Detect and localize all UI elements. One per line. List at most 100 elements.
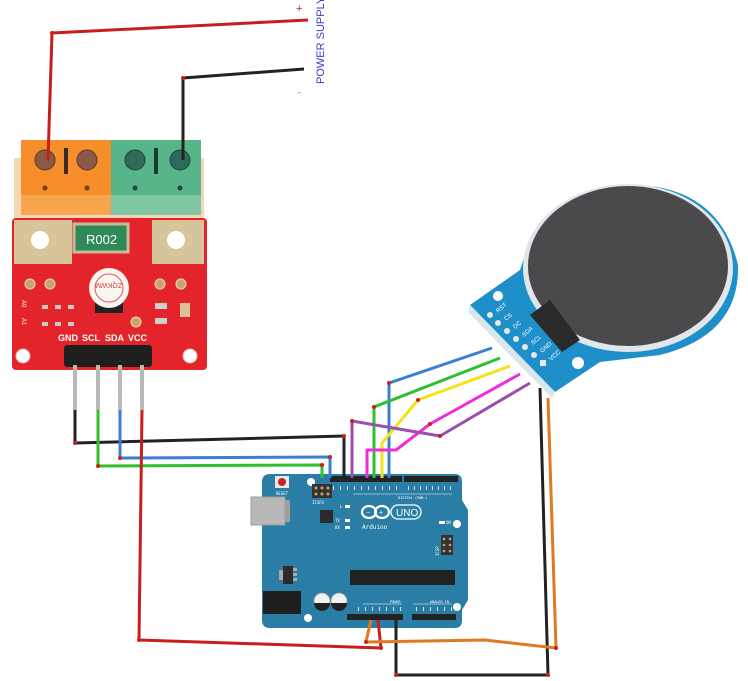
sensor-pin bbox=[118, 365, 122, 410]
chip-sticker-ring bbox=[94, 273, 124, 303]
digital-pin-ticks bbox=[333, 486, 451, 490]
via-hole bbox=[154, 278, 166, 290]
terminal-screw bbox=[34, 149, 56, 171]
terminal-hole bbox=[42, 185, 48, 191]
wire-display-sda bbox=[365, 372, 521, 478]
shunt-label: R002 bbox=[86, 232, 117, 247]
wire-sensor-scl bbox=[96, 410, 324, 478]
led-l bbox=[345, 505, 350, 508]
sensor-pin-gnd: GND bbox=[58, 333, 79, 343]
wire-joints bbox=[50, 31, 558, 677]
dc-power-jack bbox=[263, 591, 301, 614]
terminal-hole bbox=[84, 185, 90, 191]
mount-hole bbox=[167, 231, 185, 249]
wire-sensor-sda bbox=[118, 410, 332, 478]
atmega-chip bbox=[350, 570, 455, 585]
display-pin-cs: CS bbox=[503, 313, 513, 323]
current-sensor-module: R002 ZQKWM A0 A1 GND SCL SDA VCC bbox=[12, 140, 207, 410]
mount-hole bbox=[453, 603, 461, 611]
usb-connector-edge bbox=[285, 500, 290, 522]
wire-display-scl bbox=[350, 381, 531, 478]
led-on bbox=[439, 521, 445, 524]
sensor-pin-vcc: VCC bbox=[128, 333, 148, 343]
mount-hole bbox=[304, 614, 312, 622]
capacitor bbox=[330, 592, 348, 611]
wire-display-gnd bbox=[394, 387, 550, 677]
regulator-tab bbox=[279, 570, 283, 580]
terminal-hole bbox=[132, 185, 138, 191]
wire-display-vcc bbox=[364, 397, 558, 650]
icsp-label: ICSP bbox=[435, 546, 440, 556]
power-supply-plus: + bbox=[296, 3, 302, 15]
sensor-pin-sda: SDA bbox=[105, 333, 125, 343]
terminal-screw bbox=[76, 149, 98, 171]
power-pin-ticks bbox=[358, 607, 452, 611]
led-l-label: L bbox=[340, 504, 343, 509]
led-rx bbox=[345, 526, 350, 529]
icsp2-label: ICSP2 bbox=[312, 500, 325, 505]
wire-power-positive bbox=[46, 18, 309, 161]
reset-button-cap[interactable] bbox=[278, 478, 286, 486]
display-pin-pads bbox=[487, 312, 546, 366]
digital-label: DIGITAL (PWM~) bbox=[398, 496, 428, 500]
sensor-pin bbox=[96, 365, 100, 410]
svg-text:+: + bbox=[379, 510, 383, 517]
display-pcb-edge bbox=[468, 305, 555, 398]
smd-component bbox=[155, 318, 167, 324]
digital-header-high bbox=[404, 476, 458, 482]
chip-label: ZQKWM bbox=[95, 281, 122, 288]
capacitor bbox=[313, 592, 331, 611]
power-header bbox=[347, 614, 403, 620]
mount-hole bbox=[453, 520, 461, 528]
power-supply-label: POWER SUPPLY bbox=[315, 0, 327, 84]
led-rx-label: RX bbox=[335, 525, 340, 530]
terminal-divider bbox=[64, 148, 68, 174]
mount-hole bbox=[31, 231, 49, 249]
regulator-pin bbox=[293, 578, 297, 581]
arduino-pcb bbox=[262, 474, 468, 628]
via-hole bbox=[44, 278, 56, 290]
sensor-pin-scl: SCL bbox=[82, 333, 101, 343]
analog-label: ANALOG IN bbox=[430, 600, 449, 604]
smd-component bbox=[155, 303, 167, 309]
voltage-regulator bbox=[283, 566, 293, 584]
terminal-hole bbox=[177, 185, 183, 191]
uno-logo-text: UNO bbox=[396, 508, 418, 519]
wire-display-dc bbox=[380, 364, 511, 478]
wire-sensor-vcc bbox=[137, 409, 383, 650]
mount-hole bbox=[572, 357, 584, 369]
mount-hole bbox=[493, 291, 503, 301]
display-screen bbox=[528, 186, 728, 346]
flex-connector bbox=[530, 300, 580, 352]
sensor-pin-header bbox=[64, 345, 152, 367]
round-tft-display: RST CS DC SDA SCL GND VCC bbox=[468, 184, 739, 398]
power-supply-label-group: + - POWER SUPPLY bbox=[296, 0, 327, 97]
sensor-pin bbox=[140, 365, 144, 410]
terminal-orange-face bbox=[21, 195, 111, 215]
power-supply-minus: - bbox=[298, 88, 301, 97]
analog-header bbox=[412, 614, 456, 620]
arduino-uno-board: RESET ICSP2 L TX RX ON − + UNO Arduino bbox=[250, 474, 468, 628]
wire-power-negative bbox=[181, 67, 305, 160]
led-on-label: ON bbox=[446, 520, 451, 525]
display-pin-dc: DC bbox=[512, 320, 523, 331]
led-tx-label: TX bbox=[335, 518, 340, 523]
regulator-pin bbox=[293, 573, 297, 576]
via-hole bbox=[24, 278, 36, 290]
terminal-green-face bbox=[111, 195, 201, 215]
via-hole bbox=[175, 278, 187, 290]
shunt-resistor bbox=[72, 222, 130, 254]
jumper-label-a1: A1 bbox=[20, 318, 26, 326]
arduino-logo: − + UNO Arduino bbox=[360, 504, 422, 531]
smd-component bbox=[180, 303, 190, 317]
address-jumpers bbox=[42, 305, 74, 326]
terminal-screw bbox=[169, 149, 191, 171]
mount-hole bbox=[15, 348, 31, 364]
sensor-pin bbox=[73, 365, 77, 410]
reset-label: RESET bbox=[276, 491, 289, 496]
arduino-brand-text: Arduino bbox=[362, 524, 388, 531]
power-label: POWER bbox=[390, 600, 401, 604]
jumper-label-a0: A0 bbox=[20, 300, 26, 308]
mount-hole bbox=[182, 348, 198, 364]
